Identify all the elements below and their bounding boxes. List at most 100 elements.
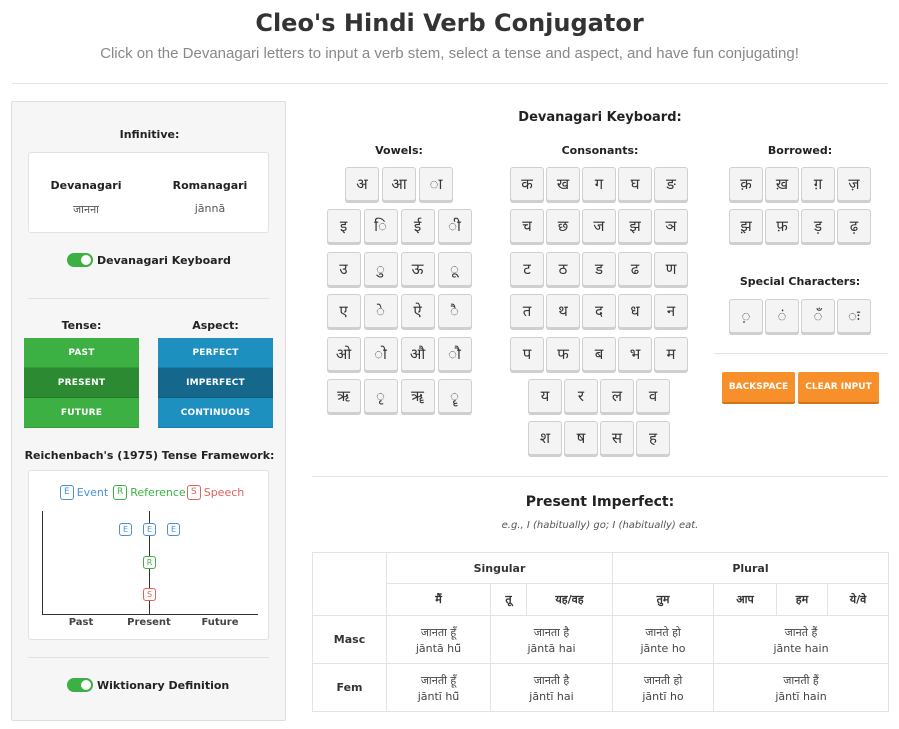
consonant-key[interactable]: श (528, 421, 562, 456)
vowel-key[interactable]: इ (326, 209, 361, 244)
divider (28, 657, 269, 658)
special-characters-label: Special Characters: (739, 275, 861, 288)
vowel-key[interactable]: आ (382, 167, 416, 201)
page-subtitle: Click on the Devanagari letters to input… (100, 45, 799, 62)
borrowed-key[interactable]: ख़ (765, 167, 799, 201)
vowel-key[interactable]: ी (437, 209, 472, 244)
vowel-key[interactable]: ू (437, 251, 472, 286)
vowel-key[interactable]: ि (363, 209, 398, 244)
special-character-key[interactable]: ः (837, 299, 871, 333)
legend-speech: S Speech (187, 485, 244, 500)
consonant-key[interactable]: न (654, 294, 688, 329)
vowel-key[interactable]: ऐ (400, 294, 435, 329)
vowel-key[interactable]: ॄ (437, 379, 472, 413)
wiktionary-toggle-switch[interactable] (67, 678, 93, 692)
backspace-button[interactable]: BACKSPACE (722, 372, 795, 402)
consonant-key[interactable]: त (510, 294, 544, 329)
consonant-key[interactable]: च (510, 209, 544, 244)
consonant-key[interactable]: ढ (618, 251, 652, 286)
consonant-key[interactable]: ञ (654, 209, 688, 244)
consonant-key[interactable]: य (528, 379, 562, 413)
vowel-key[interactable]: औ (400, 336, 435, 371)
infinitive-label: Infinitive: (119, 128, 180, 141)
consonant-key[interactable]: छ (546, 209, 580, 244)
tense-label: Tense: (61, 319, 102, 332)
consonant-key[interactable]: ध (618, 294, 652, 329)
vowel-key[interactable]: ऊ (400, 251, 435, 286)
borrowed-key[interactable]: ग़ (801, 167, 835, 201)
cell-roman: jānte ho (640, 641, 686, 655)
consonant-key[interactable]: स (600, 421, 634, 456)
aspect-perfect-button[interactable]: PERFECT (158, 338, 273, 368)
tense-future-button[interactable]: FUTURE (24, 398, 139, 428)
consonant-key[interactable]: ख (546, 167, 580, 201)
aspect-continuous-button[interactable]: CONTINUOUS (158, 398, 273, 428)
special-character-key[interactable]: ़ (729, 299, 763, 333)
consonant-key[interactable]: घ (618, 167, 652, 201)
conjugation-cell: जानता हूँjāntā hū̃ (386, 615, 491, 664)
vowel-key[interactable]: ृ (363, 379, 398, 413)
consonant-key[interactable]: क (510, 167, 544, 201)
consonant-key[interactable]: थ (546, 294, 580, 329)
consonant-key[interactable]: भ (618, 336, 652, 371)
tense-past-button[interactable]: PAST (24, 338, 139, 368)
vowel-key[interactable]: अ (345, 167, 379, 201)
consonant-key[interactable]: ल (600, 379, 634, 413)
vowel-key[interactable]: े (363, 294, 398, 329)
consonant-key[interactable]: ङ (654, 167, 688, 201)
plural-header: Plural (612, 552, 889, 584)
consonant-key[interactable]: र (564, 379, 598, 413)
keyboard-toggle-label: Devanagari Keyboard (97, 253, 231, 267)
cell-roman: jāntī ho (642, 689, 684, 703)
borrowed-key[interactable]: फ़ (765, 209, 799, 244)
consonant-key[interactable]: ट (510, 251, 544, 286)
wiktionary-toggle[interactable]: Wiktionary Definition (67, 678, 229, 692)
consonant-key[interactable]: फ (546, 336, 580, 371)
consonant-key[interactable]: ण (654, 251, 688, 286)
keyboard-title: Devanagari Keyboard: (518, 110, 682, 125)
conjugation-cell: जानती होjāntī ho (612, 663, 714, 712)
vowel-key[interactable]: ै (437, 294, 472, 329)
keyboard-toggle-switch[interactable] (67, 253, 93, 267)
consonant-key[interactable]: ग (582, 167, 616, 201)
conjugation-example: e.g., I (habitually) go; I (habitually) … (501, 520, 699, 531)
consonant-key[interactable]: व (636, 379, 670, 413)
special-character-key[interactable]: ँ (801, 299, 835, 333)
vowel-key[interactable]: ओ (326, 336, 361, 371)
clear-input-button[interactable]: CLEAR INPUT (798, 372, 879, 402)
consonant-key[interactable]: ठ (546, 251, 580, 286)
consonant-key[interactable]: ज (582, 209, 616, 244)
devanagari-value: जानना (72, 203, 100, 216)
reference-marker: R (143, 556, 156, 569)
vowel-key[interactable]: उ (326, 251, 361, 286)
consonant-key[interactable]: ड (582, 251, 616, 286)
consonant-key[interactable]: ष (564, 421, 598, 456)
consonant-key[interactable]: झ (618, 209, 652, 244)
vowel-key[interactable]: ौ (437, 336, 472, 371)
consonant-key[interactable]: ह (636, 421, 670, 456)
x-axis (42, 614, 258, 615)
consonant-key[interactable]: प (510, 336, 544, 371)
tense-present-button[interactable]: PRESENT (24, 368, 139, 398)
event-marker: E (167, 523, 180, 536)
borrowed-key[interactable]: ढ़ (837, 209, 871, 244)
borrowed-key[interactable]: क़ (729, 167, 763, 201)
vowel-key[interactable]: ए (326, 294, 361, 329)
borrowed-label: Borrowed: (767, 144, 833, 157)
keyboard-toggle[interactable]: Devanagari Keyboard (67, 253, 231, 267)
vowel-key[interactable]: ऋ (326, 379, 361, 413)
consonant-key[interactable]: ब (582, 336, 616, 371)
borrowed-key[interactable]: ज़ (837, 167, 871, 201)
consonant-key[interactable]: द (582, 294, 616, 329)
vowel-key[interactable]: ई (400, 209, 435, 244)
vowel-key[interactable]: ु (363, 251, 398, 286)
vowel-key[interactable]: ा (419, 167, 453, 201)
borrowed-key[interactable]: झ़ (729, 209, 763, 244)
borrowed-key[interactable]: ड़ (801, 209, 835, 244)
legend-reference-label: Reference (130, 486, 186, 499)
vowel-key[interactable]: ॠ (400, 379, 435, 413)
aspect-imperfect-button[interactable]: IMPERFECT (158, 368, 273, 398)
special-character-key[interactable]: ं (765, 299, 799, 333)
consonant-key[interactable]: म (654, 336, 688, 371)
vowel-key[interactable]: ो (363, 336, 398, 371)
